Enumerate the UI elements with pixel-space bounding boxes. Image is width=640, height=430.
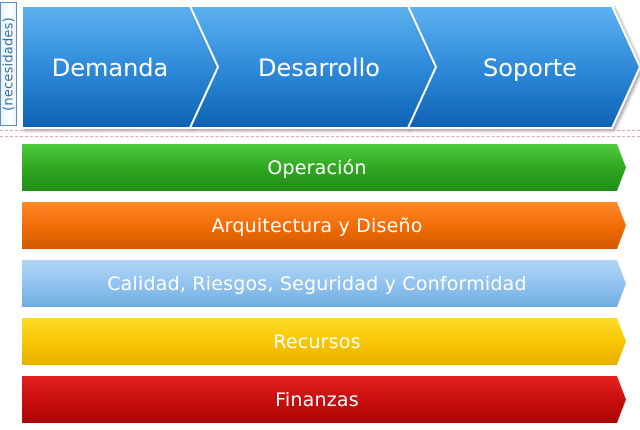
band-calidad-riesgos-label: Calidad, Riesgos, Seguridad y Conformida… — [107, 272, 527, 295]
band-recursos-label: Recursos — [273, 330, 361, 353]
band-operacion: Operación — [22, 144, 626, 191]
phase-chevron-3 — [406, 5, 640, 129]
phase-label-3: Soporte — [483, 54, 577, 82]
band-finanzas: Finanzas — [22, 376, 626, 423]
band-finanzas-label: Finanzas — [275, 388, 359, 411]
band-operacion-label: Operación — [267, 156, 367, 179]
band-recursos: Recursos — [22, 318, 626, 365]
phase-chevrons: Demanda Desarrollo Soporte — [21, 5, 640, 129]
band-calidad-riesgos: Calidad, Riesgos, Seguridad y Conformida… — [22, 260, 626, 307]
phase-label-1: Demanda — [52, 54, 168, 82]
top-divider — [0, 130, 640, 131]
bottom-divider — [0, 136, 640, 137]
needs-side-label: (necesidades) — [0, 2, 17, 126]
phase-label-2: Desarrollo — [258, 54, 380, 82]
band-arquitectura-diseno: Arquitectura y Diseño — [22, 202, 626, 249]
band-arquitectura-diseno-label: Arquitectura y Diseño — [211, 214, 423, 237]
